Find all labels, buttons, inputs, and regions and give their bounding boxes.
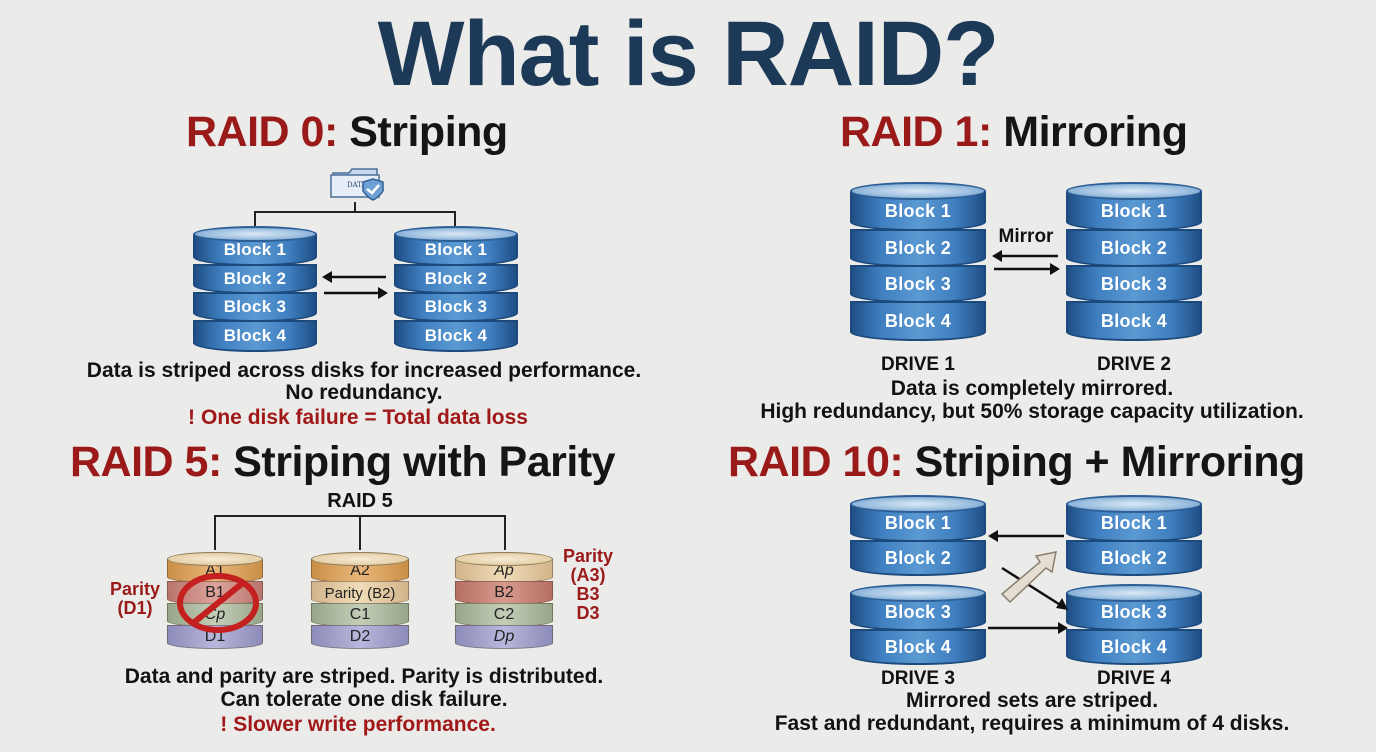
raid1-d2-block-3: Block 3 <box>1066 265 1202 303</box>
raid5-disk-2: A2 Parity (B2) C1 D2 <box>311 552 409 656</box>
disk-top <box>1066 495 1202 513</box>
raid10-tr-block-2: Block 2 <box>1066 540 1202 576</box>
raid1-d1-block-4: Block 4 <box>850 301 986 341</box>
raid5-d3-seg-4: Dp <box>455 625 553 649</box>
raid10-drive4-label: DRIVE 4 <box>1097 668 1171 689</box>
raid5-d2-seg-2: Parity (B2) <box>311 581 409 605</box>
raid5-d3-seg-2: B2 <box>455 581 553 605</box>
raid5-right-label-4: D3 <box>576 603 600 623</box>
disk-top <box>311 552 409 566</box>
raid5-heading-name: Striping with Parity <box>233 438 616 486</box>
raid10-tl-block-2: Block 2 <box>850 540 986 576</box>
raid0-warning: !One disk failure = Total data loss <box>0 406 716 430</box>
disk-top <box>1066 584 1202 602</box>
raid0-desc-line1: Data is striped across disks for increas… <box>86 359 642 382</box>
disk-top <box>850 495 986 513</box>
raid10-desc-line2: Fast and redundant, requires a minimum o… <box>774 712 1290 735</box>
raid1-mirror-label: Mirror <box>998 226 1054 247</box>
raid0-b-block-2: Block 2 <box>394 264 518 294</box>
raid1-mirror-arrows <box>992 250 1060 275</box>
disk-top <box>850 584 986 602</box>
raid5-right-label: Parity (A3) B3 D3 <box>554 547 622 623</box>
raid5-diagram-label: RAID 5 <box>327 490 393 512</box>
raid10-desc-line1: Mirrored sets are striped. <box>905 689 1159 712</box>
raid0-b-block-4: Block 4 <box>394 320 518 352</box>
raid10-drive3-label: DRIVE 3 <box>881 668 955 689</box>
raid1-heading-prefix: RAID 1: <box>840 108 992 156</box>
data-folder-icon: DATA <box>330 168 384 201</box>
raid0-drive-b: Block 1 Block 2 Block 3 Block 4 <box>394 226 518 356</box>
raid0-stripe-arrows <box>322 271 388 299</box>
raid1-desc-line1: Data is completely mirrored. <box>890 377 1174 400</box>
raid1-desc-line2: High redundancy, but 50% storage capacit… <box>760 400 1304 423</box>
raid10-heading: RAID 10: Striping + Mirroring <box>728 438 1305 487</box>
raid1-heading: RAID 1: Mirroring <box>840 108 1188 157</box>
disk-top <box>193 226 317 242</box>
raid10-heading-prefix: RAID 10: <box>728 438 904 486</box>
raid10-top-right-set: Block 1 Block 2 <box>1066 495 1202 577</box>
disk-top <box>850 182 986 200</box>
raid10-bl-block-2: Block 4 <box>850 629 986 665</box>
raid0-a-block-3: Block 3 <box>193 292 317 322</box>
raid1-drive2-label: DRIVE 2 <box>1097 354 1171 375</box>
disk-top <box>167 552 263 566</box>
disk-top <box>394 226 518 242</box>
raid5-disk-3: Ap B2 C2 Dp <box>455 552 553 656</box>
raid0-heading-name: Striping <box>349 108 508 156</box>
raid0-a-block-4: Block 4 <box>193 320 317 352</box>
page-title: What is RAID? <box>377 3 1000 105</box>
raid5-heading-prefix: RAID 5: <box>70 438 222 486</box>
raid0-drive-a: Block 1 Block 2 Block 3 Block 4 <box>193 226 317 356</box>
raid10-heading-name: Striping + Mirroring <box>914 438 1306 486</box>
raid10-arrows <box>988 530 1068 634</box>
raid10-drive-4: Block 3 Block 4 <box>1066 584 1202 666</box>
raid10-top-left-set: Block 1 Block 2 <box>850 495 986 577</box>
data-icon-label: DATA <box>347 181 368 189</box>
raid10-br-block-2: Block 4 <box>1066 629 1202 665</box>
raid0-a-block-2: Block 2 <box>193 264 317 294</box>
raid5-d3-seg-3: C2 <box>455 603 553 627</box>
raid1-heading-name: Mirroring <box>1003 108 1188 156</box>
raid1-d2-block-4: Block 4 <box>1066 301 1202 341</box>
disk-failed-icon <box>177 573 259 633</box>
raid5-right-label-3: B3 <box>576 584 600 604</box>
warning-icon: ! <box>188 406 196 429</box>
raid5-d2-seg-3: C1 <box>311 603 409 627</box>
raid1-d1-block-3: Block 3 <box>850 265 986 303</box>
raid5-left-label-line2: (D1) <box>117 598 153 618</box>
raid1-drive1-label: DRIVE 1 <box>881 354 955 375</box>
raid1-d2-block-2: Block 2 <box>1066 229 1202 267</box>
raid5-left-label: Parity (D1) <box>100 580 170 618</box>
raid0-desc-line2: No redundancy. <box>285 381 443 404</box>
raid5-right-label-2: (A3) <box>570 565 606 585</box>
raid0-connector <box>254 202 456 232</box>
raid5-desc-line1: Data and parity are striped. Parity is d… <box>124 665 604 688</box>
disk-top <box>455 552 553 566</box>
raid5-warning-text: Slower write performance. <box>233 713 496 736</box>
raid0-warning-text: One disk failure = Total data loss <box>201 406 528 429</box>
raid5-d2-seg-4: D2 <box>311 625 409 649</box>
raid5-warning: !Slower write performance. <box>0 713 716 737</box>
raid5-left-label-line1: Parity <box>109 579 161 599</box>
raid0-heading: RAID 0: Striping <box>186 108 508 157</box>
raid5-desc-line2: Can tolerate one disk failure. <box>220 688 508 711</box>
raid5-right-label-1: Parity <box>562 546 614 566</box>
raid10-drive-3: Block 3 Block 4 <box>850 584 986 666</box>
disk-top <box>1066 182 1202 200</box>
warning-icon: ! <box>220 713 228 736</box>
raid1-d1-block-2: Block 2 <box>850 229 986 267</box>
raid5-connector <box>214 515 506 550</box>
raid1-drive-2: Block 1 Block 2 Block 3 Block 4 <box>1066 182 1202 342</box>
raid0-b-block-3: Block 3 <box>394 292 518 322</box>
raid5-heading: RAID 5: Striping with Parity <box>70 438 616 487</box>
raid0-heading-prefix: RAID 0: <box>186 108 338 156</box>
raid1-drive-1: Block 1 Block 2 Block 3 Block 4 <box>850 182 986 342</box>
